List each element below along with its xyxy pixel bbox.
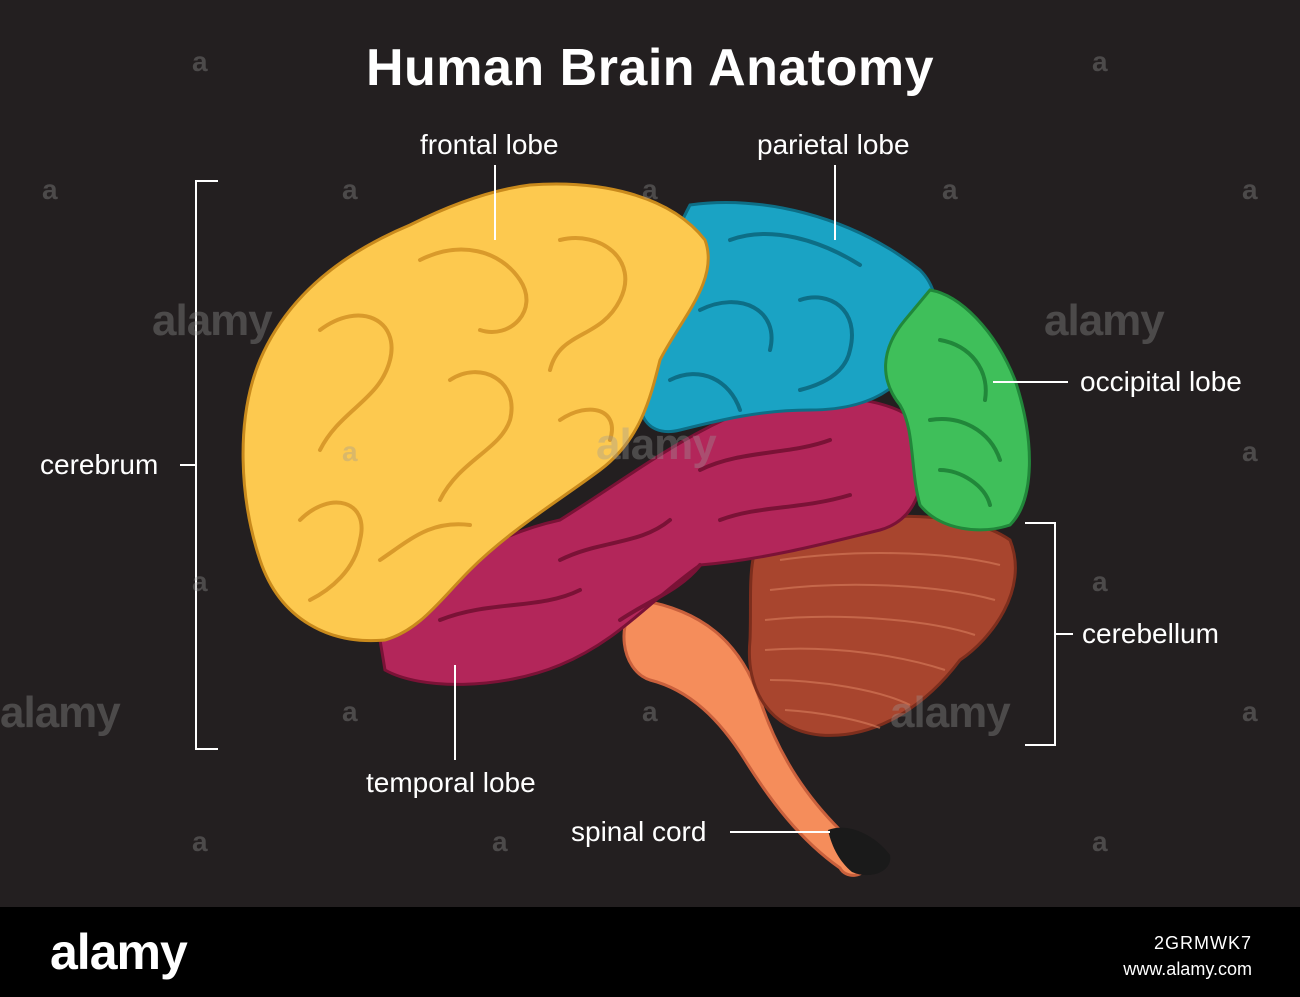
stock-footer-bar: alamy 2GRMWK7 www.alamy.com xyxy=(0,907,1300,997)
occipital-gyri xyxy=(928,338,1002,507)
watermark-text: alamy xyxy=(152,296,273,345)
watermark-mark: a xyxy=(192,566,208,597)
watermark-mark: a xyxy=(1242,696,1258,727)
cerebellum-bracket xyxy=(1025,522,1056,746)
occipital-lobe-shape xyxy=(884,288,1031,532)
frontal-gyri xyxy=(298,236,628,602)
diagram-title: Human Brain Anatomy xyxy=(365,39,935,97)
watermark-mark: a xyxy=(642,174,658,205)
watermark-mark: a xyxy=(192,46,208,77)
spinal-cord-tip xyxy=(828,827,891,876)
watermark-mark: a xyxy=(1092,566,1108,597)
watermark-mark: a xyxy=(1092,826,1108,857)
temporal-lobe-label: temporal lobe xyxy=(366,767,536,798)
watermark-mark: a xyxy=(492,826,508,857)
footer-url: www.alamy.com xyxy=(1123,959,1252,979)
watermark-text: alamy xyxy=(890,688,1011,737)
watermark-mark: a xyxy=(342,696,358,727)
cerebellum-folds xyxy=(764,552,1001,729)
leader-lines xyxy=(180,165,1073,833)
watermark-mark: a xyxy=(192,826,208,857)
parietal-gyri xyxy=(668,232,862,412)
cerebrum-label: cerebrum xyxy=(40,449,159,480)
watermark-text: alamy xyxy=(0,688,121,737)
watermark-mark: a xyxy=(942,174,958,205)
frontal-lobe-shape xyxy=(241,182,710,643)
cerebrum-bracket xyxy=(195,180,218,750)
spinal-cord-label: spinal cord xyxy=(571,816,707,847)
watermark-text: alamy xyxy=(596,420,717,469)
brain-illustration xyxy=(180,165,1073,877)
watermark-mark: a xyxy=(1242,436,1258,467)
parietal-lobe-label: parietal lobe xyxy=(757,129,910,160)
watermark-mark: a xyxy=(642,696,658,727)
footer-logo: alamy xyxy=(50,924,188,980)
watermark-mark: a xyxy=(42,174,58,205)
footer-image-id: 2GRMWK7 xyxy=(1153,933,1252,953)
cerebellum-label: cerebellum xyxy=(1082,618,1219,649)
watermark-text: alamy xyxy=(1044,296,1165,345)
watermark-mark: a xyxy=(1092,46,1108,77)
watermark-mark: a xyxy=(342,174,358,205)
watermark-mark: a xyxy=(1242,174,1258,205)
watermark-mark: a xyxy=(342,436,358,467)
temporal-gyri xyxy=(438,438,852,622)
occipital-lobe-label: occipital lobe xyxy=(1080,366,1242,397)
frontal-lobe-label: frontal lobe xyxy=(420,129,559,160)
